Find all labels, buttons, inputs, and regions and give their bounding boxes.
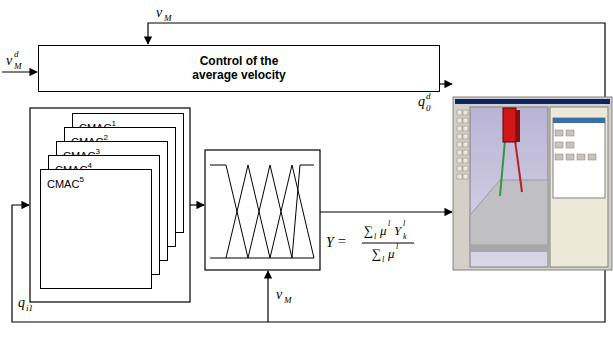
signal-subscript: i1	[26, 304, 33, 313]
formula-index: l	[396, 243, 398, 251]
signal-name: q	[418, 95, 425, 109]
block-index: 5	[79, 175, 83, 184]
formula-symbol: μ	[388, 247, 395, 260]
formula-symbol: ∑	[364, 224, 373, 237]
fraction-bar	[362, 243, 414, 244]
signal-arrow	[267, 271, 268, 322]
formula-symbol: =	[338, 235, 346, 249]
signal-superscript: d	[14, 50, 19, 59]
box-title: Control of the average velocity	[179, 55, 299, 83]
cmac-container	[30, 108, 190, 302]
cmac-box: CMAC5	[40, 169, 152, 289]
formula-index: l	[403, 220, 405, 228]
signal-name: q	[18, 296, 25, 310]
output-arrow	[320, 211, 452, 212]
formula-symbol: ∑	[372, 247, 381, 260]
block-name: CMAC	[47, 178, 79, 190]
fuzzy-box	[205, 150, 320, 270]
output-arrow	[440, 83, 452, 84]
signal-subscript: M	[164, 14, 172, 23]
signal-subscript: M	[14, 62, 22, 71]
formula-symbol: Y	[394, 224, 401, 237]
formula-index: l	[374, 233, 376, 241]
membership-functions	[210, 165, 314, 258]
formula-index: l	[382, 256, 384, 264]
signal-subscript: 0	[426, 104, 431, 113]
signal-name: v	[6, 54, 12, 68]
signal-superscript: d	[426, 92, 431, 101]
formula-index: l	[388, 220, 390, 228]
formula-symbol: Y	[326, 236, 334, 250]
signal-name: v	[276, 288, 282, 302]
formula-index: k	[403, 233, 407, 241]
signal-name: v	[156, 6, 162, 20]
signal-arrow	[190, 204, 204, 205]
input-arrow	[2, 71, 37, 72]
signal-subscript: M	[284, 296, 292, 305]
formula-symbol: μ	[380, 224, 387, 237]
simulator-screenshot	[453, 97, 612, 270]
control-box: Control of the average velocity	[38, 45, 440, 92]
